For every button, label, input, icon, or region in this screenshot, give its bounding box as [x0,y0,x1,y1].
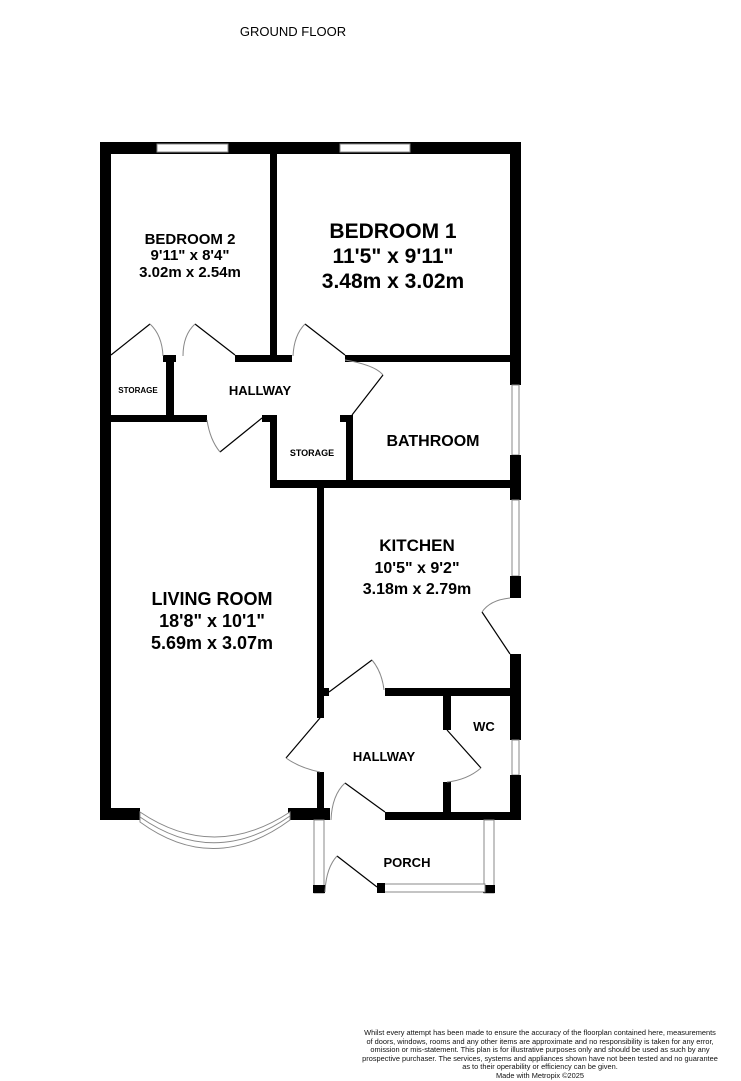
kitchen-metric: 3.18m x 2.79m [363,581,472,598]
wall-living-top [100,415,207,422]
disclaimer-line: Whilst every attempt has been made to en… [364,1028,716,1037]
wall-kitchen-bottom [385,688,521,696]
wall-bedroom-divider [270,154,277,362]
wall-hallway [345,355,521,362]
walls [100,142,521,820]
wall-right [510,654,521,740]
bedroom1-metric: 3.48m x 3.02m [322,270,464,293]
wall-left [100,142,111,820]
disclaimer-line: omission or mis-statement. This plan is … [370,1045,710,1055]
bedroom1-imperial: 11'5" x 9'11" [332,245,453,268]
window-bathroom [511,384,520,456]
window-bedroom1 [339,143,411,153]
kitchen-name: KITCHEN [379,536,455,555]
wall-bathroom-left [346,415,353,485]
porch-name: PORCH [384,855,431,870]
wall-porch [377,883,385,893]
wall-kitchen-top [270,480,521,488]
wall-hallway [235,355,292,362]
wall-storage2 [262,415,277,422]
window-porch-right [483,819,495,894]
window-kitchen [511,499,520,577]
bedroom1-name: BEDROOM 1 [329,220,457,243]
wall-porch [483,885,495,893]
wall-stub [317,688,329,696]
window-porch-left [313,819,325,894]
window-porch-front [379,883,486,893]
wall-right [510,142,521,385]
hallway2-name: HALLWAY [353,749,416,764]
disclaimer: Whilst every attempt has been made to en… [340,1028,740,1081]
storage2-name: STORAGE [290,448,334,458]
living-room-name: LIVING ROOM [152,589,273,609]
bedroom2-imperial: 9'11" x 8'4" [151,247,230,264]
wall-living-right [317,772,324,820]
window-wc [511,739,520,776]
window-bedroom2 [156,143,229,153]
bedroom2-metric: 3.02m x 2.54m [139,264,241,281]
bathroom-name: BATHROOM [386,433,479,450]
disclaimer-line: as to their operability or efficiency ca… [462,1062,618,1072]
credit-line: Made with Metropix ©2025 [495,1070,585,1080]
disclaimer-line: prospective purchaser. The services, sys… [362,1053,718,1063]
bedroom2-name: BEDROOM 2 [145,231,236,248]
wall-kitchen-left [317,488,324,718]
wall-right [510,576,521,598]
wall-porch [313,885,325,893]
living-room-imperial: 18'8" x 10'1" [159,611,265,631]
wall-living-bottom [288,808,330,820]
wall-wc [443,696,451,730]
wall-living-bottom [100,808,140,820]
bay-window-line [139,815,291,844]
hallway1-name: HALLWAY [229,383,292,398]
kitchen-imperial: 10'5" x 9'2" [374,560,459,577]
wall-storage2 [270,415,277,488]
bay-window [139,811,291,849]
wall-right [510,455,521,500]
wall-right [510,775,521,820]
storage1-name: STORAGE [118,386,158,395]
doors [110,323,511,893]
wc-name: WC [473,719,495,734]
wall-storage [163,355,176,362]
wall-wc [443,782,451,814]
wall-hallway-bottom [385,812,521,820]
wall-storage [166,362,174,417]
floor-title: GROUND FLOOR [239,24,347,39]
living-room-metric: 5.69m x 3.07m [151,633,273,653]
disclaimer-line: of doors, windows, rooms and any other i… [366,1036,714,1046]
